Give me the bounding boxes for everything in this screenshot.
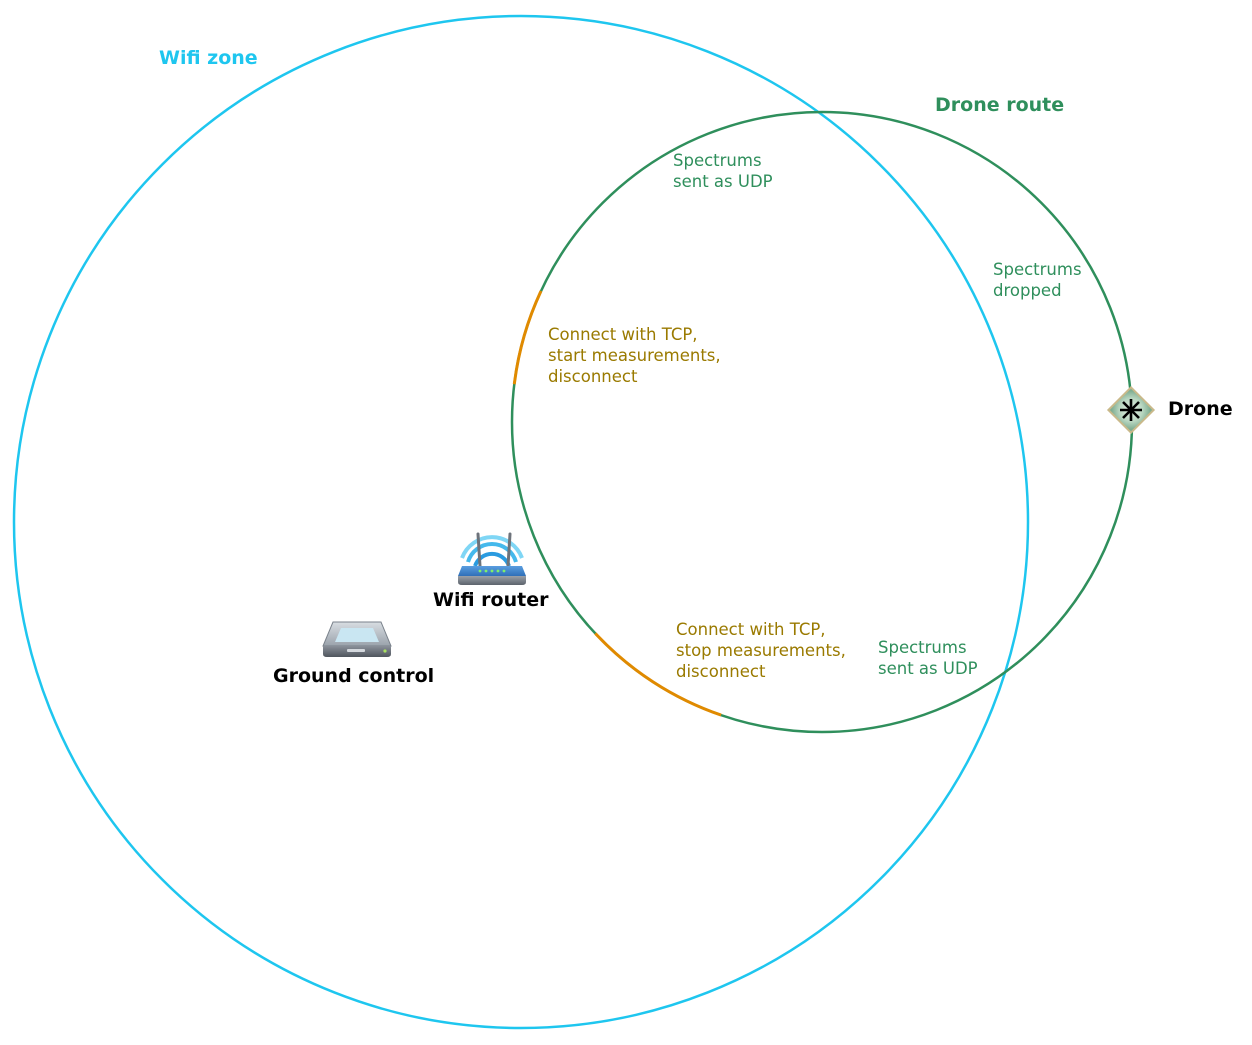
tcp-stop-line-3: disconnect bbox=[676, 662, 766, 681]
udp-bottom-line-1: Spectrums bbox=[878, 638, 967, 657]
dropped-note: Spectrums dropped bbox=[993, 259, 1082, 301]
udp-top-line-1: Spectrums bbox=[673, 151, 762, 170]
tcp-start-note: Connect with TCP, start measurements, di… bbox=[548, 324, 721, 387]
drone-label: Drone bbox=[1168, 398, 1233, 420]
tcp-stop-line-1: Connect with TCP, bbox=[676, 620, 826, 639]
udp-top-note: Spectrums sent as UDP bbox=[673, 150, 773, 192]
tcp-stop-line-2: stop measurements, bbox=[676, 641, 846, 660]
tcp-stop-note: Connect with TCP, stop measurements, dis… bbox=[676, 619, 846, 682]
ground-control-label: Ground control bbox=[273, 665, 435, 687]
drone-icon bbox=[1106, 385, 1156, 435]
udp-bottom-line-2: sent as UDP bbox=[878, 659, 978, 678]
wifi-router-icon bbox=[458, 532, 526, 585]
ground-control-icon bbox=[322, 621, 392, 657]
dropped-line-1: Spectrums bbox=[993, 260, 1082, 279]
wifi-zone-boundary bbox=[12, 14, 1030, 1030]
udp-top-line-2: sent as UDP bbox=[673, 172, 773, 191]
wifi-zone-label: Wifi zone bbox=[159, 47, 258, 69]
udp-bottom-note: Spectrums sent as UDP bbox=[878, 637, 978, 679]
drone-route-label: Drone route bbox=[935, 94, 1065, 116]
wifi-router-label: Wifi router bbox=[433, 589, 549, 611]
tcp-start-line-2: start measurements, bbox=[548, 346, 721, 365]
tcp-start-line-3: disconnect bbox=[548, 367, 638, 386]
tcp-stop-segment bbox=[594, 632, 722, 717]
dropped-line-2: dropped bbox=[993, 281, 1062, 300]
tcp-start-segment bbox=[512, 290, 543, 385]
tcp-start-line-1: Connect with TCP, bbox=[548, 325, 698, 344]
